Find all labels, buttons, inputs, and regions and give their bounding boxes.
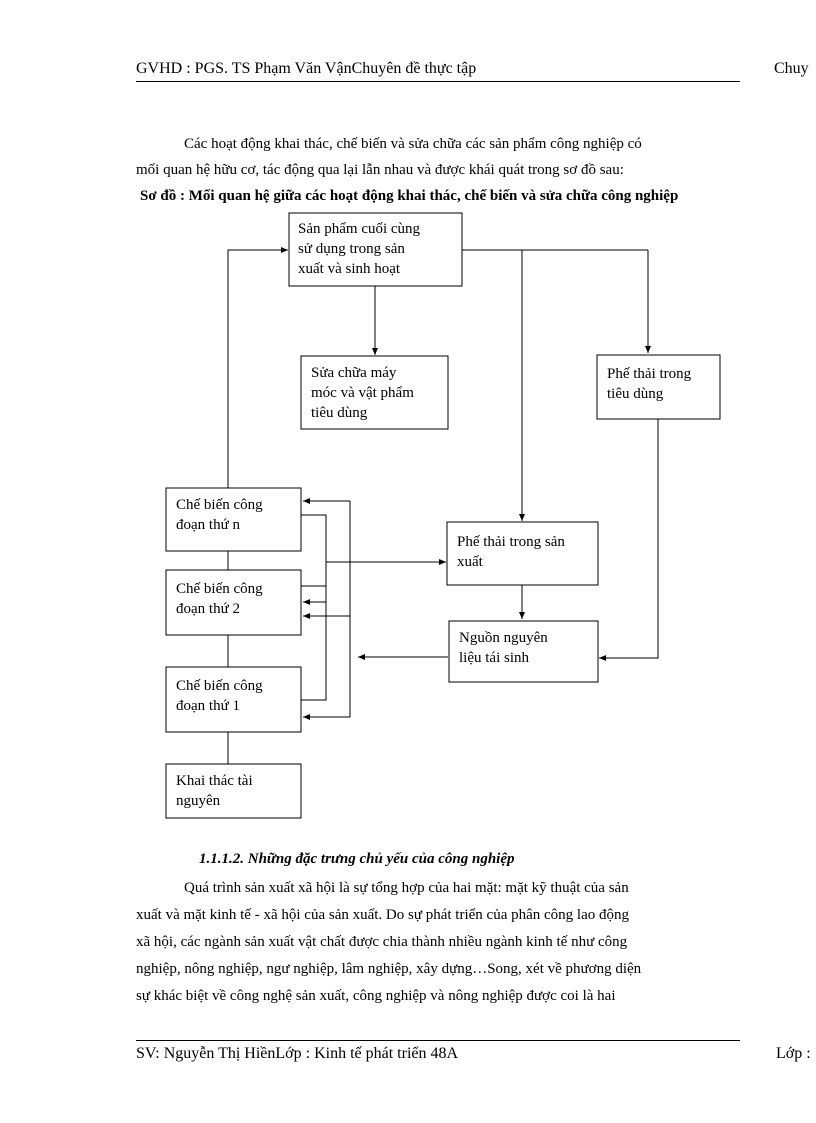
repair-line-1: Sửa chữa máy — [311, 365, 397, 381]
page-header: GVHD : PGS. TS Phạm Văn VậnChuyên đề thự… — [136, 60, 477, 77]
recycled-line-1: Nguồn nguyên — [459, 630, 548, 646]
box-recycled-material — [448, 620, 599, 683]
repair-line-2: móc và vật phẩm — [311, 385, 414, 401]
final-product-line-3: xuất và sinh hoạt — [298, 261, 401, 277]
consumer-waste-line-1: Phế thải trong — [607, 366, 692, 382]
extraction-line-2: nguyên — [176, 793, 221, 809]
final-product-line-1: Sản phẩm cuối cùng — [298, 221, 421, 237]
body-line-2: xuất và mặt kinh tế - xã hội của sản xuấ… — [136, 907, 629, 923]
extraction-line-1: Khai thác tài — [176, 773, 253, 789]
body-line-1: Quá trình sản xuất xã hội là sự tổng hợp… — [184, 880, 629, 896]
box-final-product — [288, 212, 463, 287]
box-stage-2 — [165, 569, 302, 636]
header-rule — [136, 81, 740, 82]
box-production-waste — [446, 521, 599, 586]
body-line-3: xã hội, các ngành sản xuất vật chất được… — [136, 934, 628, 950]
intro-line-2: mối quan hệ hữu cơ, tác động qua lại lẫn… — [136, 162, 624, 178]
stage-1-line-2: đoạn thứ 1 — [176, 698, 240, 714]
page-footer-right: Lớp : — [776, 1045, 811, 1062]
box-repair — [300, 355, 449, 430]
recycled-line-2: liệu tái sinh — [459, 650, 529, 666]
intro-line-1: Các hoạt động khai thác, chế biến và sửa… — [184, 136, 642, 152]
box-stage-1 — [165, 666, 302, 733]
stage-2-line-2: đoạn thứ 2 — [176, 601, 240, 617]
section-heading: 1.1.1.2. Những đặc trưng chủ yếu của côn… — [199, 851, 515, 867]
box-stage-n — [165, 487, 302, 552]
body-line-4: nghiệp, nông nghiệp, ngư nghiệp, lâm ngh… — [136, 961, 642, 977]
final-product-line-2: sử dụng trong sản — [298, 241, 405, 257]
stage-n-line-2: đoạn thứ n — [176, 517, 240, 533]
body-line-5: sự khác biệt về công nghệ sản xuất, công… — [136, 988, 616, 1004]
page-header-right: Chuy — [774, 60, 809, 77]
production-waste-line-1: Phế thải trong sản — [457, 534, 565, 550]
box-consumer-waste — [596, 354, 721, 420]
box-extraction — [165, 763, 302, 819]
bus-inner — [301, 514, 327, 701]
arrow-stage-n-to-final — [227, 247, 288, 488]
stage-2-line-1: Chế biến công — [176, 581, 263, 597]
arrow-consumer-waste-to-recycled — [599, 419, 659, 661]
production-waste-line-2: xuất — [457, 554, 484, 570]
stage-1-line-1: Chế biến công — [176, 678, 263, 694]
footer-rule — [136, 1040, 740, 1041]
consumer-waste-line-2: tiêu dùng — [607, 386, 664, 402]
diagram-caption: Sơ đồ : Mối quan hệ giữa các hoạt động k… — [140, 188, 679, 204]
repair-line-3: tiêu dùng — [311, 405, 368, 421]
page-footer: SV: Nguyễn Thị HiềnLớp : Kinh tế phát tr… — [136, 1045, 459, 1062]
stage-n-line-1: Chế biến công — [176, 497, 263, 513]
